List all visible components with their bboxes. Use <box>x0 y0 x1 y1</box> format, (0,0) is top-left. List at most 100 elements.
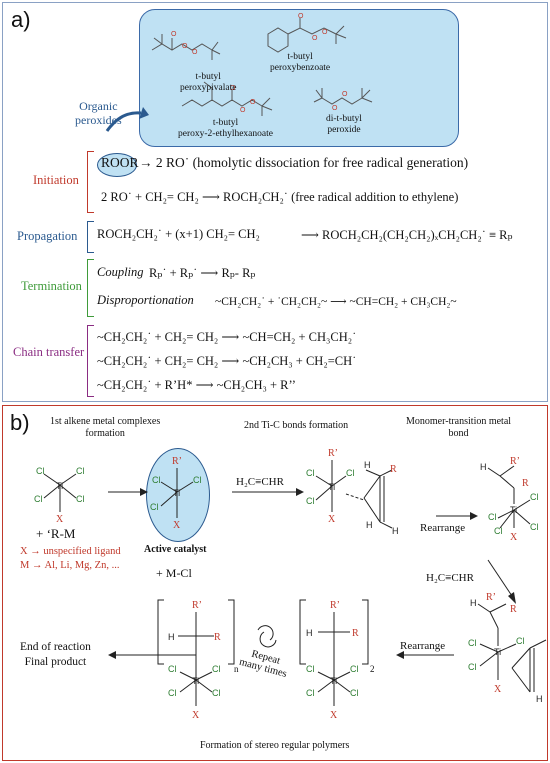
rearrange-label-2: Rearrange <box>400 640 446 652</box>
svg-text:Cl: Cl <box>468 662 477 672</box>
svg-text:Cl: Cl <box>306 468 315 478</box>
svg-text:R: R <box>352 628 359 639</box>
svg-text:R: R <box>390 464 397 475</box>
svg-text:Cl: Cl <box>36 466 45 476</box>
svg-text:O: O <box>192 49 198 56</box>
svg-text:Cl: Cl <box>306 688 315 698</box>
subscript-2: 2 <box>370 664 375 674</box>
svg-text:Cl: Cl <box>152 475 161 485</box>
peroxide-name-peroxybenzoate: t-butyl peroxybenzoate <box>270 52 331 73</box>
initiation-bracket <box>87 151 94 213</box>
peroxide-name-di-t-butyl: di-t-butyl peroxide <box>326 114 362 135</box>
peroxide-name-ethylhexanoate: t-butyl peroxy-2-ethylhexanoate <box>178 118 273 139</box>
termination-bracket <box>87 259 94 317</box>
svg-text:O: O <box>240 107 246 114</box>
svg-text:X: X <box>330 710 338 721</box>
svg-text:H: H <box>392 526 399 536</box>
propagation-bracket <box>87 221 94 253</box>
panel-b <box>2 405 548 761</box>
step-1-caption: 1st alkene metal complexes formation <box>50 416 161 439</box>
svg-text:Cl: Cl <box>212 664 221 674</box>
svg-text:Cl: Cl <box>468 638 477 648</box>
svg-text:X: X <box>56 514 64 525</box>
chain-transfer-eq-1: ~CH₂CH₂˙ + CH₂= CH₂ ⟶ ~CH=CH₂ + CH₃CH₂˙ <box>97 330 357 344</box>
svg-text:Cl: Cl <box>350 688 359 698</box>
panel-a-label: a) <box>11 7 31 32</box>
svg-text:Cl: Cl <box>346 468 355 478</box>
svg-text:X: X <box>173 520 181 531</box>
svg-text:Cl: Cl <box>76 494 85 504</box>
svg-text:H: H <box>364 460 371 470</box>
svg-text:O: O <box>298 13 304 20</box>
peroxide-arrow <box>105 107 149 132</box>
plus-rm-label: + ‘R-M <box>36 526 76 541</box>
peroxide-structures: OOO OOO OOO OO <box>151 13 373 116</box>
chain-transfer-bracket <box>87 325 94 397</box>
svg-text:Ti: Ti <box>330 676 337 686</box>
initiation-eq-2: 2 RO˙ + CH₂= CH₂ ⟶ ROCH₂CH₂˙ (free radic… <box>101 190 459 204</box>
svg-text:Ti: Ti <box>510 505 517 515</box>
svg-text:Ti: Ti <box>173 488 180 498</box>
svg-text:R’: R’ <box>330 600 340 611</box>
propagation-eq-right: ⟶ ROCH₂CH₂(CH₂CH₂)ₓCH₂CH₂˙ ≡ Rₚ <box>301 228 513 242</box>
active-catalyst-label: Active catalyst <box>144 544 207 555</box>
organic-peroxides-label: Organic peroxides <box>75 99 122 127</box>
svg-text:X: X <box>192 710 200 721</box>
svg-text:Cl: Cl <box>530 522 539 532</box>
svg-text:O: O <box>332 105 338 112</box>
svg-text:O: O <box>230 85 236 92</box>
footer-caption: Formation of stereo regular polymers <box>200 740 350 751</box>
initiation-eq-1: → 2 RO˙ (homolytic dissociation for free… <box>139 155 469 170</box>
svg-text:R’: R’ <box>510 456 520 467</box>
svg-text:H: H <box>480 462 487 472</box>
plus-mcl-label: + M-Cl <box>156 566 192 580</box>
legend-m: M → Al, Li, Mg, Zn, ... <box>20 560 120 571</box>
svg-text:Cl: Cl <box>150 502 159 512</box>
svg-text:Cl: Cl <box>350 664 359 674</box>
svg-text:Ti: Ti <box>56 481 63 491</box>
end-of-reaction-label: End of reaction Final product <box>20 641 91 668</box>
propagation-eq-left: ROCH₂CH₂˙ + (x+1) CH₂= CH₂ <box>97 227 260 241</box>
disproportionation-label: Disproportionation <box>97 293 194 307</box>
svg-text:Cl: Cl <box>306 664 315 674</box>
svg-text:Ti: Ti <box>328 482 335 492</box>
svg-text:O: O <box>250 99 256 106</box>
svg-text:Cl: Cl <box>212 688 221 698</box>
svg-text:Cl: Cl <box>306 496 315 506</box>
svg-text:R: R <box>522 478 529 489</box>
legend-x: X → unspecified ligand <box>20 546 121 557</box>
svg-text:Cl: Cl <box>516 636 525 646</box>
svg-text:O: O <box>182 43 188 50</box>
svg-text:R: R <box>510 604 517 615</box>
panel-b-label: b) <box>10 410 30 435</box>
stage-propagation: Propagation <box>17 229 78 243</box>
svg-text:R’: R’ <box>486 592 496 603</box>
svg-text:R’: R’ <box>328 448 338 459</box>
chain-transfer-eq-2: ~CH₂CH₂˙ + CH₂= CH₂ ⟶ ~CH₂CH₃ + CH₂=CH˙ <box>97 354 357 368</box>
coupling-eq: Rₚ˙ + Rₚ˙ ⟶ Rₚ- Rₚ <box>149 266 256 280</box>
monomer-label-1: H₂C≡CHR <box>236 476 284 488</box>
stage-termination: Termination <box>21 279 82 293</box>
subscript-n: n <box>234 664 239 674</box>
roor-highlight <box>97 153 137 177</box>
svg-text:R’: R’ <box>192 600 202 611</box>
svg-text:O: O <box>171 31 177 38</box>
svg-text:Cl: Cl <box>488 512 497 522</box>
svg-text:Cl: Cl <box>494 526 503 536</box>
svg-text:Cl: Cl <box>168 688 177 698</box>
svg-text:Ti: Ti <box>494 647 501 657</box>
stage-initiation: Initiation <box>33 173 79 187</box>
active-catalyst-highlight <box>146 448 210 542</box>
svg-text:H: H <box>306 628 313 638</box>
svg-text:X: X <box>494 684 502 695</box>
svg-text:Cl: Cl <box>193 475 202 485</box>
coupling-label: Coupling <box>97 265 144 279</box>
chain-transfer-eq-3: ~CH₂CH₂˙ + R’H* ⟶ ~CH₂CH₃ + R’’ <box>97 378 296 392</box>
svg-text:Cl: Cl <box>530 492 539 502</box>
svg-text:R’: R’ <box>172 456 182 467</box>
roor-label: ROOR <box>101 155 139 170</box>
panel-a: a) <box>2 2 548 402</box>
svg-text:X: X <box>328 514 336 525</box>
